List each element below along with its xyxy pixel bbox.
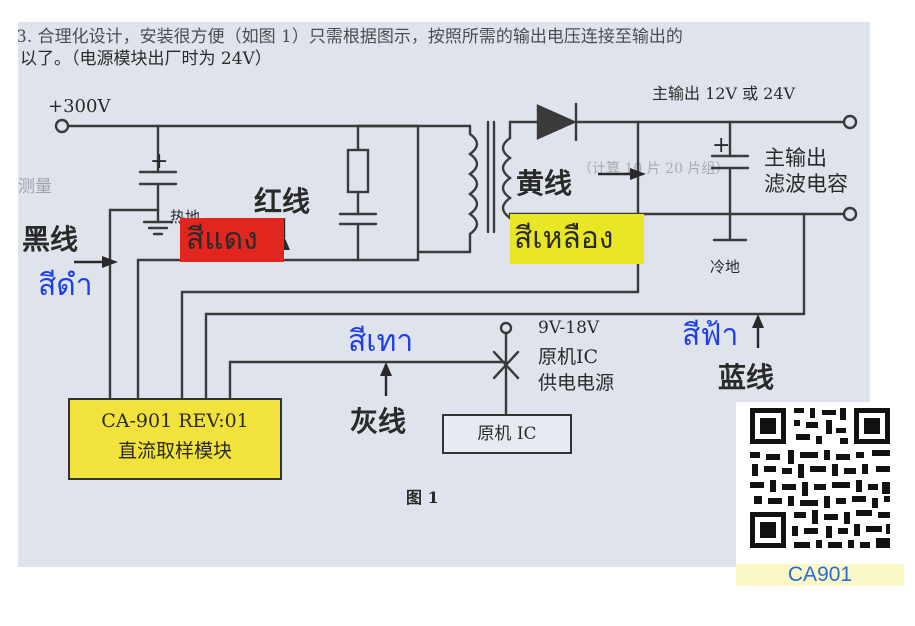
blue-wire-label: 蓝线 — [718, 361, 775, 394]
input-voltage-label: +300V — [48, 96, 111, 117]
ic-supply-label-line2: 原机IC — [538, 346, 599, 368]
qr-code-panel — [736, 402, 904, 586]
thai-black-label: สีดำ — [38, 268, 93, 303]
qr-code-image — [736, 402, 904, 564]
figure-caption: 图 1 — [406, 488, 439, 507]
cold-ground-label: 冷地 — [710, 258, 741, 276]
yellow-wire-label: 黄线 — [516, 167, 573, 200]
ic-supply-label-line3: 供电电源 — [538, 372, 615, 394]
circuit-wires: + + — [54, 102, 858, 416]
module-label-line2: 直流取样模块 — [117, 440, 232, 462]
qr-code-caption: CA901 — [736, 564, 904, 586]
thai-red-label: สีแดง — [180, 218, 284, 262]
black-wire-label: 黑线 — [22, 223, 79, 256]
main-output-label: 主输出 12V 或 24V — [652, 84, 796, 103]
header-text-line2: 以了。（电源模块出厂时为 24V） — [20, 49, 272, 69]
output-cap-label-line2: 滤波电容 — [764, 172, 848, 196]
thai-blue-label: สีฟ้า — [682, 318, 739, 353]
svg-text:+: + — [150, 149, 168, 174]
svg-text:+: + — [712, 133, 730, 158]
faded-left-text: 测量 — [18, 177, 52, 197]
original-ic-label: 原机 IC — [477, 424, 537, 444]
faded-mid-text: （计算 10 片 20 片组） — [578, 161, 730, 177]
circuit-diagram-photo: 3. 合理化设计，安装很方便（如图 1）只需根据图示，按照所需的输出电压连接至输… — [18, 22, 870, 567]
red-wire-label: 红线 — [254, 185, 311, 218]
header-text-line1: 3. 合理化设计，安装很方便（如图 1）只需根据图示，按照所需的输出电压连接至输… — [18, 27, 683, 47]
original-ic-box: 原机 IC — [442, 414, 572, 454]
module-label-line1: CA-901 REV:01 — [101, 410, 249, 432]
thai-gray-label: สีเทา — [348, 324, 414, 359]
dc-sampling-module: CA-901 REV:01 直流取样模块 — [68, 398, 282, 480]
output-cap-label-line1: 主输出 — [764, 146, 827, 170]
gray-wire-label: 灰线 — [350, 405, 407, 438]
ic-supply-voltage-label: 9V-18V — [538, 318, 600, 338]
thai-yellow-label: สีเหลือง — [510, 214, 644, 264]
